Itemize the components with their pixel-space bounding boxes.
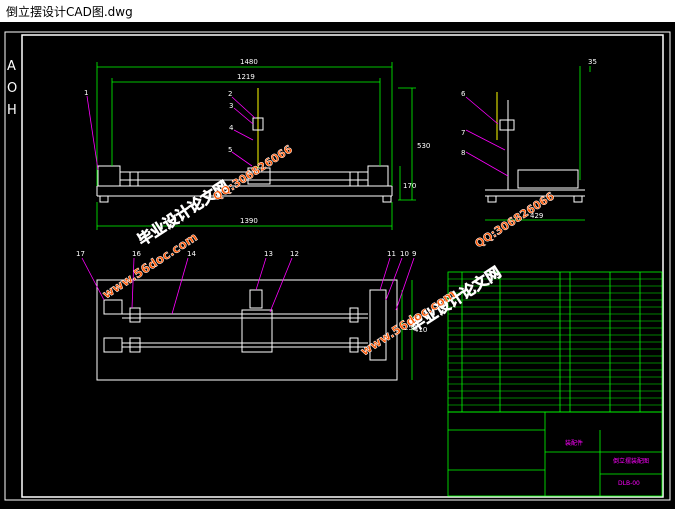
- title-material: 装配件: [565, 439, 583, 447]
- dim-35: 35: [588, 58, 597, 66]
- front-view: [96, 88, 393, 203]
- callout-1: 1: [84, 89, 88, 97]
- callout-16: 16: [132, 250, 141, 258]
- callout-7: 7: [461, 129, 465, 137]
- plan-view: [96, 279, 398, 381]
- watermark-qq-1: QQ:306826066: [211, 142, 296, 203]
- front-dims: [96, 62, 416, 230]
- title-block: [447, 411, 663, 497]
- callout-17: 17: [76, 250, 85, 258]
- front-dim-text: 1480 1219 1390 530 170: [237, 58, 430, 225]
- callout-8: 8: [461, 149, 465, 157]
- watermark-site-2: www.56doc.com: [358, 287, 458, 359]
- dim-1219: 1219: [237, 73, 255, 81]
- callout-13: 13: [264, 250, 273, 258]
- side-view: [485, 92, 585, 203]
- dim-429: 429: [530, 212, 543, 220]
- outer-frame: [4, 31, 671, 501]
- title-code: DLB-00: [618, 480, 640, 487]
- dim-250: 250: [404, 324, 417, 332]
- side-letter-a: A: [7, 59, 16, 74]
- dim-1390: 1390: [240, 217, 258, 225]
- callout-6: 6: [461, 90, 466, 98]
- dim-170: 170: [403, 182, 416, 190]
- callout-12: 12: [290, 250, 299, 258]
- side-dims: [485, 66, 591, 221]
- window-title: 倒立摆设计CAD图.dwg: [6, 5, 133, 19]
- dim-410: 410: [414, 326, 427, 334]
- plan-callouts: 17 16 14 13 12 11 10 9: [76, 250, 416, 315]
- front-callouts: 1 2 3 4 5: [84, 89, 256, 171]
- plan-dims: [401, 280, 413, 380]
- dim-1480: 1480: [240, 58, 258, 66]
- cad-drawing: A O H 1480 1219 13: [4, 31, 671, 501]
- watermark-right: 毕业设计论文网 www.56doc.com QQ:306826066: [358, 189, 558, 359]
- inner-frame: [21, 34, 664, 498]
- side-letter-o: O: [7, 81, 17, 96]
- callout-2: 2: [228, 90, 232, 98]
- callout-9: 9: [412, 250, 416, 258]
- callout-5: 5: [228, 146, 232, 154]
- callout-3: 3: [229, 102, 233, 110]
- watermark-left: 毕业设计论文网 www.56doc.com QQ:306826066: [100, 142, 296, 302]
- callout-14: 14: [187, 250, 196, 258]
- callout-4: 4: [229, 124, 234, 132]
- callout-10: 10: [400, 250, 409, 258]
- cad-canvas[interactable]: A O H 1480 1219 13: [0, 22, 675, 509]
- parts-rows: [448, 278, 662, 406]
- window-titlebar: 倒立摆设计CAD图.dwg: [0, 0, 675, 22]
- side-letters: A O H: [7, 59, 17, 118]
- callout-11: 11: [387, 250, 396, 258]
- side-letter-h: H: [7, 103, 17, 118]
- dim-530: 530: [417, 142, 430, 150]
- side-callouts: 6 7 8: [461, 90, 509, 177]
- title-name: 倒立摆装配图: [613, 457, 649, 465]
